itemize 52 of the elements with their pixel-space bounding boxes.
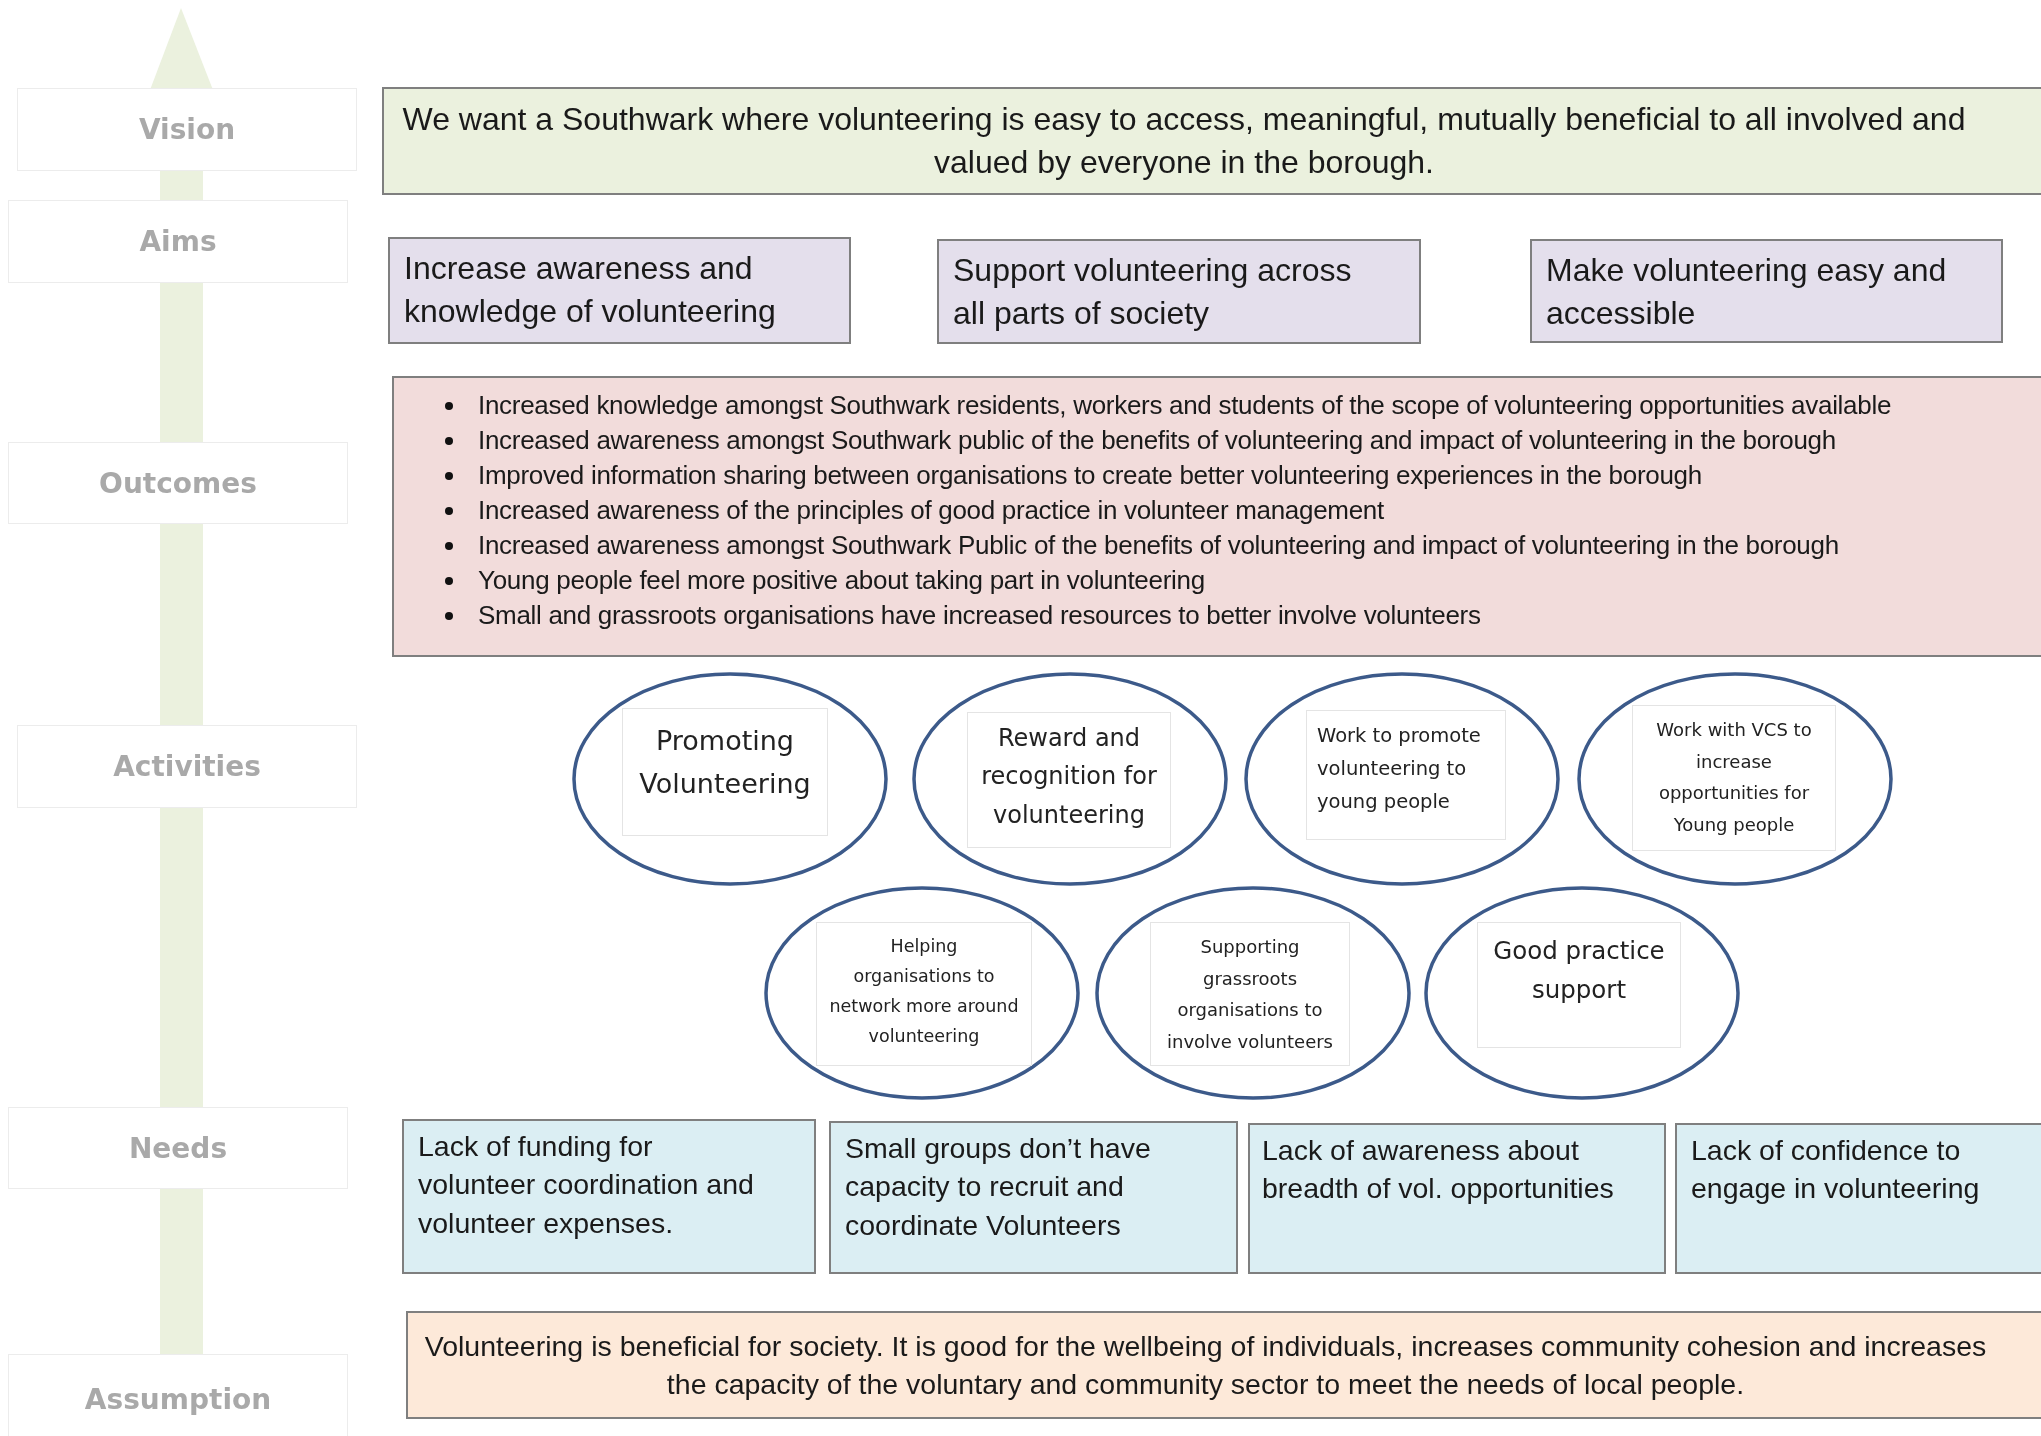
activity-ellipse [911,671,1229,887]
activity-ellipse [1094,885,1412,1101]
bullet-item: Increased knowledge amongst Southwark residents, workers and students of the scope of volunteering opportunities available [478,390,1892,420]
box-text: Make volunteering easy and accessible [1546,251,1948,334]
bullet-item: Improved information sharing between organisations to create better volunteering experiences in the borough [478,460,1702,490]
bullet-item: Increased awareness amongst Southwark public of the benefits of volunteering and impact of volunteering in the borough [478,425,1836,455]
stage-label-box [8,200,348,283]
vision-box [382,87,2041,195]
activity-text: Work with VCS to increase opportunities for Young people [1632,705,1836,851]
stage-label-box [17,88,357,171]
need-box [1675,1123,2041,1274]
box-text: Lack of confidence to engage in volunteering [1691,1133,1981,1207]
stage-label-box [8,442,348,524]
activity-ellipse [763,885,1081,1101]
stage-label: Aims [139,225,217,258]
need-box [1248,1123,1666,1274]
box-text: Lack of funding for volunteer coordination and volunteer expenses. [418,1129,755,1241]
box-text: Lack of awareness about breadth of vol. opportunities [1262,1133,1615,1207]
box-text: We want a Southwark where volunteering is easy to access, meaningful, mutually beneficial to all involved and valued by everyone in the borough. [401,99,1967,182]
need-box [829,1121,1238,1274]
bullet-item: Increased awareness amongst Southwark Public of the benefits of volunteering and impact of volunteering in the borough [478,530,1839,560]
box-text: Volunteering is beneficial for society. It is good for the wellbeing of individuals, increases community cohesion and increases the capacity of the voluntary and community sector to meet the needs of local people. [423,1328,1988,1402]
stage-label: Assumption [84,1382,272,1416]
aim-box [1530,239,2003,343]
activity-text: Reward and recognition for volunteering [967,712,1171,848]
activity-ellipse [1423,885,1741,1101]
outcomes-box [392,376,2041,657]
stage-label-box [17,725,357,808]
activity-text: Supporting grassroots organisations to involve volunteers [1150,922,1350,1066]
activity-text: Work to promote volunteering to young people [1306,710,1506,840]
bullet-item: Small and grassroots organisations have increased resources to better involve volunteers [478,600,1481,630]
activity-text: Helping organisations to network more around volunteering [816,922,1032,1066]
assumption-box [406,1311,2041,1419]
stage-label: Vision [138,113,236,146]
activity-ellipse [1243,671,1561,887]
stage-label: Needs [128,1131,228,1165]
box-text: Increase awareness and knowledge of volunteering [404,249,777,332]
stage-label: Outcomes [99,466,257,500]
need-box [402,1119,816,1274]
aim-box [937,239,1421,344]
bullet-item: Young people feel more positive about taking part in volunteering [478,565,1205,595]
activity-ellipse [1576,671,1894,887]
stage-label: Activities [113,750,261,783]
box-text: Small groups don’t have capacity to recruit and coordinate Volunteers [845,1131,1152,1243]
bullet-item: Increased awareness of the principles of good practice in volunteer management [478,495,1384,525]
box-text: Support volunteering across all parts of society [953,251,1353,334]
stage-label-box [8,1107,348,1189]
activity-text: Promoting Volunteering [622,708,828,836]
activity-text: Good practice support [1477,922,1681,1048]
activity-ellipse [571,671,889,887]
stage-label-box [8,1354,348,1436]
aim-box [388,237,851,344]
